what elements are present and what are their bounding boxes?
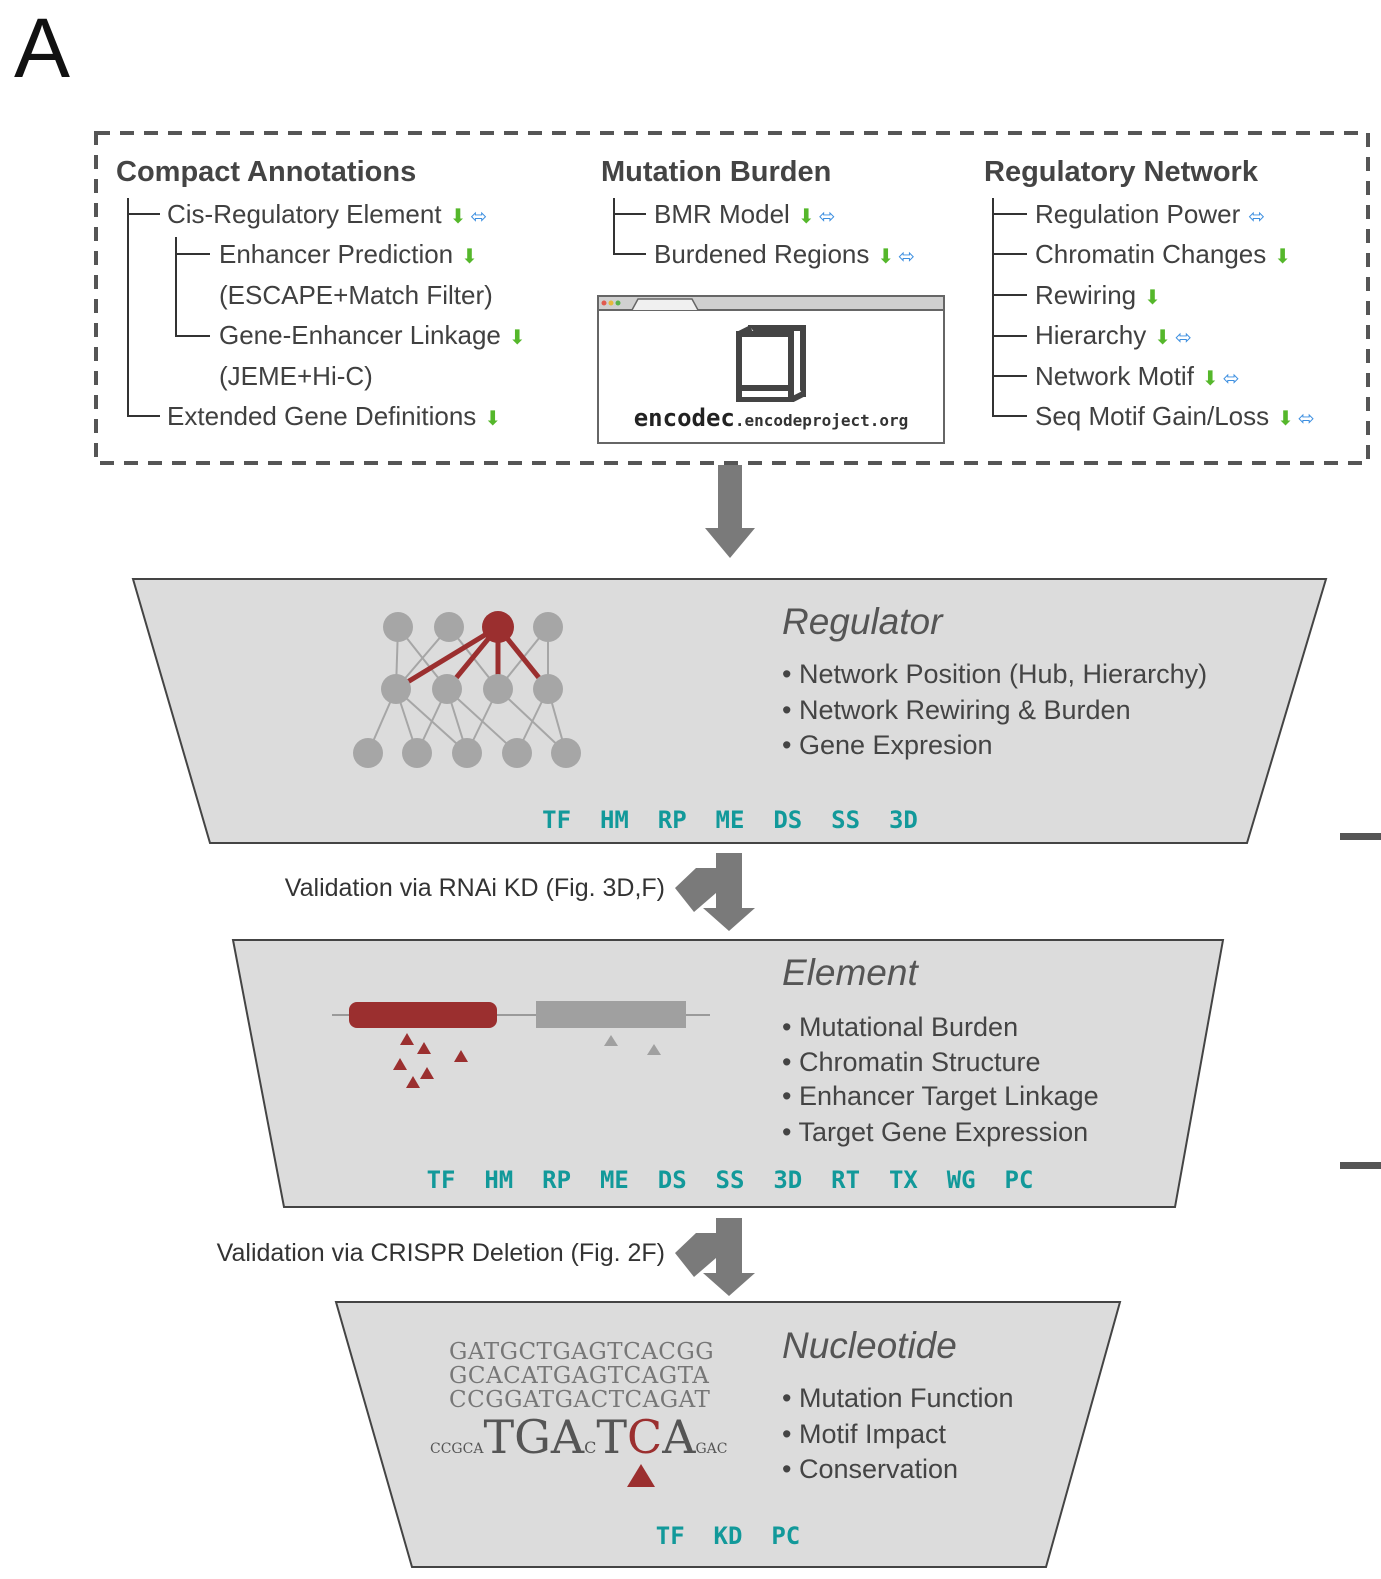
exchange-icon: ⬄	[818, 206, 836, 228]
tier-title-nucleotide: Nucleotide	[782, 1325, 957, 1366]
network-node	[383, 612, 413, 642]
hub-node	[482, 611, 514, 643]
regulator-bullet: • Gene Expresion	[782, 730, 993, 760]
network-node	[483, 674, 513, 704]
encodec-domain: .encodeproject.org	[734, 411, 909, 430]
tree-item-burdened: Burdened Regions⬇⬄	[654, 239, 915, 269]
tree-item-hierarchy: Hierarchy⬇⬄	[1035, 320, 1192, 350]
regulator-bullet: • Network Rewiring & Burden	[782, 695, 1131, 725]
curved-arrow-icon	[675, 1218, 755, 1296]
exchange-icon: ⬄	[898, 246, 915, 268]
network-node	[434, 612, 464, 642]
element-bullet: • Chromatin Structure	[782, 1047, 1041, 1077]
network-node	[402, 738, 432, 768]
tree-item-bmr: BMR Model⬇⬄	[654, 199, 836, 229]
mutation-burden-heading: Mutation Burden	[601, 156, 832, 188]
tree-item-rewiring: Rewiring⬇	[1035, 280, 1161, 310]
nucleotide-data-codes: TF KD PC	[655, 1522, 801, 1550]
exchange-icon: ⬄	[1248, 206, 1265, 228]
tree-item-escape: (ESCAPE+Match Filter)	[219, 280, 493, 310]
network-node	[533, 612, 563, 642]
exchange-icon: ⬄	[470, 206, 488, 228]
network-node	[533, 674, 563, 704]
element-data-codes: TF HM RP ME DS SS 3D RT TX WG PC	[426, 1166, 1034, 1194]
download-icon: ⬇	[484, 408, 502, 430]
download-icon: ⬇	[797, 206, 815, 228]
sequence-rows: GATGCTGAGTCACGG GCACATGAGTCAGTA CCGGATGA…	[449, 1340, 714, 1412]
download-icon: ⬇	[1144, 287, 1161, 309]
download-icon: ⬇	[449, 206, 467, 228]
tier-title-element: Element	[782, 952, 918, 993]
tree-item-seq-motif: Seq Motif Gain/Loss⬇⬄	[1035, 401, 1315, 431]
down-arrow-icon	[705, 465, 755, 558]
network-node	[551, 738, 581, 768]
nucleotide-bullet: • Motif Impact	[782, 1419, 946, 1449]
nucleotide-bullet: • Conservation	[782, 1454, 959, 1484]
exchange-icon: ⬄	[1222, 368, 1240, 390]
tier-nucleotide	[334, 1301, 1122, 1568]
validation-rnai: Validation via RNAi KD (Fig. 3D,F)	[284, 874, 665, 902]
tier-regulator	[131, 578, 1328, 844]
gene-element-illustration	[332, 1001, 710, 1088]
download-icon: ⬇	[1277, 408, 1294, 430]
network-node	[452, 738, 482, 768]
sequence-row: CCGGATGACTCAGAT	[449, 1387, 711, 1413]
regulator-data-codes: TF HM RP ME DS SS 3D	[542, 806, 918, 834]
encodec-link[interactable]: encodec.encodeproject.org	[598, 404, 944, 432]
gene-body	[536, 1001, 686, 1028]
download-icon: ⬇	[1154, 327, 1172, 349]
book-icon	[736, 325, 806, 402]
sequence-motif: CCGCATGACTCAGAC	[430, 1410, 728, 1464]
compact-annotations-heading: Compact Annotations	[116, 156, 417, 188]
regulatory-network-heading: Regulatory Network	[984, 156, 1258, 188]
element-bullet: • Mutational Burden	[782, 1012, 1019, 1042]
download-icon: ⬇	[1274, 246, 1291, 268]
download-icon: ⬇	[877, 246, 895, 268]
validation-crispr: Validation via CRISPR Deletion (Fig. 2F)	[216, 1239, 665, 1267]
network-graph	[353, 611, 581, 768]
tree-item-cis-regulatory: Cis-Regulatory Element⬇⬄	[167, 199, 488, 229]
exchange-icon: ⬄	[1175, 327, 1192, 349]
encodec-brand: encodec	[633, 404, 735, 432]
download-icon: ⬇	[508, 327, 526, 349]
tree-item-extended-gene: Extended Gene Definitions⬇	[167, 401, 502, 431]
variant-base: C	[627, 1410, 663, 1464]
tier-title-regulator: Regulator	[782, 601, 943, 642]
sequence-row: GATGCTGAGTCACGG	[449, 1339, 715, 1365]
download-icon: ⬇	[461, 246, 478, 268]
tree-item-jeme: (JEME+Hi-C)	[219, 361, 373, 391]
network-node	[353, 738, 383, 768]
element-bullet: • Enhancer Target Linkage	[782, 1081, 1099, 1111]
top-box-frame	[94, 131, 1370, 465]
sequence-row: GCACATGAGTCAGTA	[449, 1363, 710, 1389]
tree-item-gene-enhancer: Gene-Enhancer Linkage⬇	[219, 320, 526, 350]
download-icon: ⬇	[1201, 368, 1219, 390]
tree-item-network-motif: Network Motif⬇⬄	[1035, 361, 1240, 391]
network-node	[502, 738, 532, 768]
nucleotide-bullet: • Mutation Function	[782, 1383, 1014, 1413]
regulator-bullet: • Network Position (Hub, Hierarchy)	[782, 659, 1208, 689]
tree-item-chromatin-changes: Chromatin Changes⬇	[1035, 239, 1291, 269]
exchange-icon: ⬄	[1297, 408, 1315, 430]
panel-letter: A	[14, 1, 71, 95]
tree-item-regulation-power: Regulation Power⬄	[1035, 199, 1265, 229]
element-bullet: • Target Gene Expression	[782, 1117, 1089, 1147]
network-node	[432, 674, 462, 704]
burdened-element	[349, 1002, 497, 1028]
tree-item-enhancer-prediction: Enhancer Prediction⬇	[219, 239, 478, 269]
mutation-marker-icon	[627, 1464, 655, 1487]
curved-arrow-icon	[675, 853, 755, 931]
network-node	[381, 674, 411, 704]
